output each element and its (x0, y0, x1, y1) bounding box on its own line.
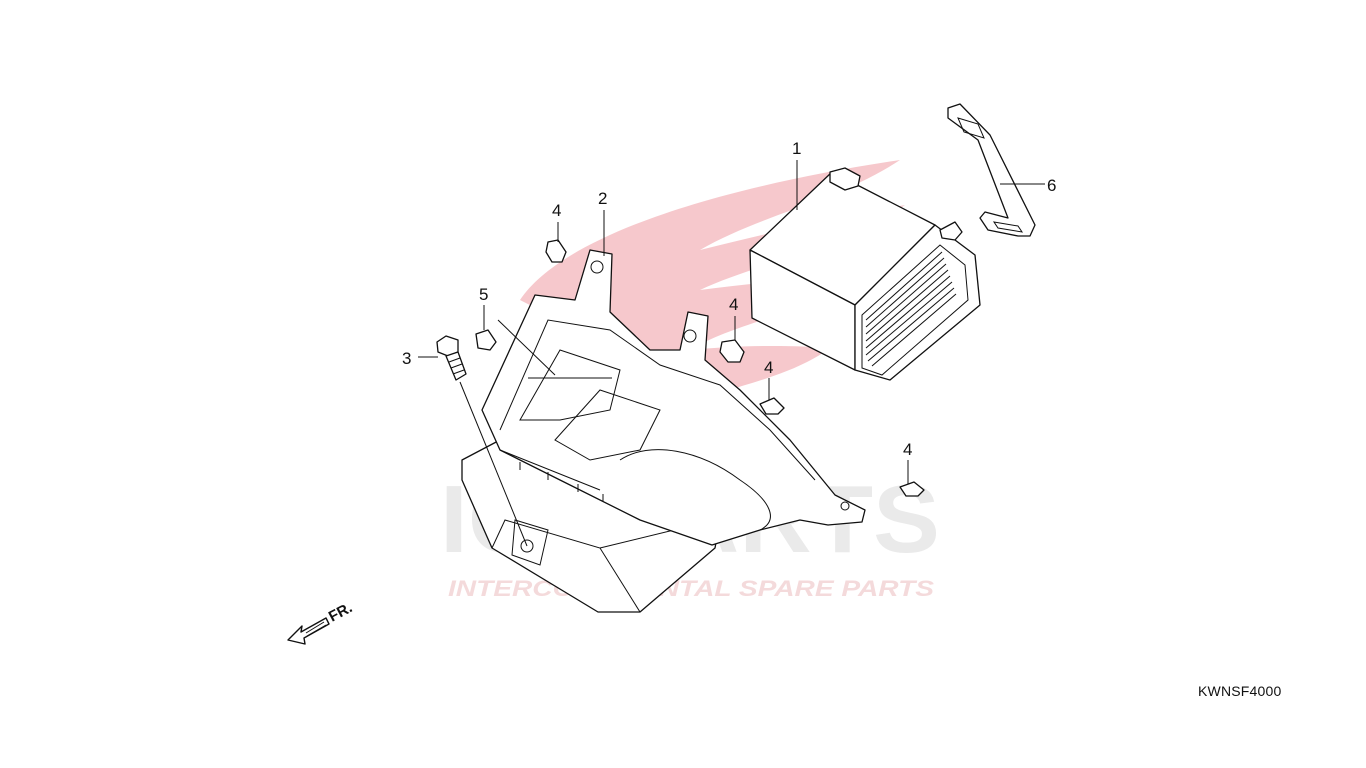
callout-6: 6 (1047, 176, 1056, 195)
callout-4c: 4 (764, 358, 773, 377)
clip-nut-c (759, 397, 785, 415)
callout-5: 5 (479, 285, 488, 304)
clip-nut-a (545, 239, 567, 263)
watermark-tagline: INTERCONTINENTAL SPARE PARTS (448, 576, 934, 601)
callout-4a: 4 (552, 201, 561, 220)
leader-lines (418, 160, 1045, 547)
battery-case (461, 249, 866, 613)
battery-strap (947, 103, 1036, 237)
bolt (436, 335, 467, 381)
callout-1: 1 (792, 139, 801, 158)
callout-3: 3 (402, 349, 411, 368)
front-label: FR. (326, 599, 355, 625)
clip-nut-d (899, 481, 925, 497)
callout-4d: 4 (903, 440, 912, 459)
battery-vent-grille (865, 251, 957, 367)
callout-2: 2 (598, 189, 607, 208)
callouts: 1 2 3 4 4 4 4 5 6 (402, 139, 1056, 459)
front-direction-indicator: FR. (287, 599, 355, 645)
battery (749, 167, 981, 381)
nut (475, 329, 497, 351)
callout-4b: 4 (729, 295, 738, 314)
diagram-code: KWNSF4000 (1198, 683, 1282, 699)
